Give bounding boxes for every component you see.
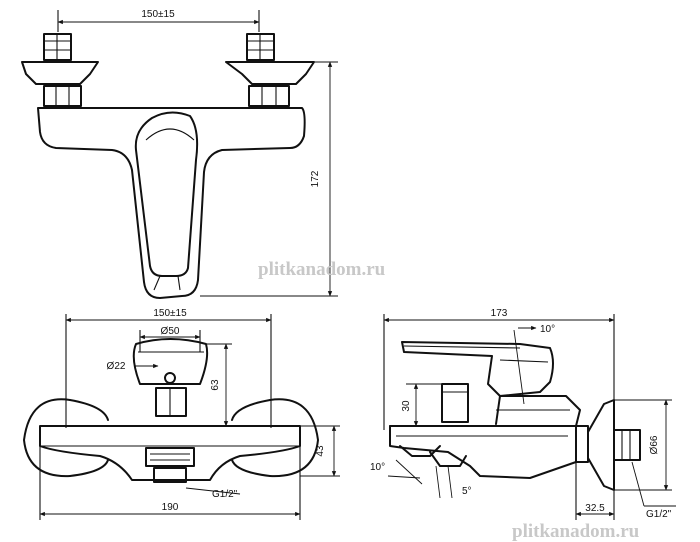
side-outlet-angle-label: 5° (462, 486, 472, 497)
side-length-label: 173 (491, 308, 508, 319)
front-height-43-label: 43 (315, 445, 326, 457)
top-view: 150±15 (21, 9, 338, 299)
mixer-body-top (37, 107, 306, 299)
mixer-body-side (389, 395, 581, 427)
right-wall-flange (231, 398, 319, 478)
front-view: 150±15 Ø50 Ø22 (23, 308, 340, 520)
side-flange-dia-label: Ø66 (649, 435, 660, 454)
front-length-label: 190 (162, 502, 179, 513)
side-view: 173 10° 30 Ø66 1 (370, 308, 676, 520)
watermark-center: plitkanadom.ru (258, 259, 386, 280)
top-height-label: 172 (310, 170, 321, 187)
lever-handle-top (134, 111, 199, 277)
watermark-bottom-right: plitkanadom.ru (512, 521, 640, 542)
left-inlet (21, 33, 99, 107)
side-wall-flange (587, 399, 615, 491)
top-spacing-label: 150±15 (141, 9, 175, 20)
side-spout-angle-label: 10° (370, 462, 385, 473)
front-spacing-label: 150±15 (153, 308, 187, 319)
side-offset-label: 32.5 (585, 503, 605, 514)
front-handle-dia-label: Ø22 (107, 361, 126, 372)
side-handle-angle-label: 10° (540, 324, 555, 335)
left-wall-flange (23, 398, 109, 478)
front-thread-label: G1/2" (212, 489, 238, 500)
side-height-30-label: 30 (401, 400, 412, 412)
side-thread-label: G1/2" (646, 509, 672, 520)
mixer-body-front (39, 425, 301, 481)
lever-handle-front (132, 338, 209, 385)
front-flange-dia-label: Ø50 (161, 326, 180, 337)
lever-handle-side (401, 341, 554, 397)
right-inlet (225, 33, 315, 107)
front-height-63-label: 63 (210, 379, 221, 391)
